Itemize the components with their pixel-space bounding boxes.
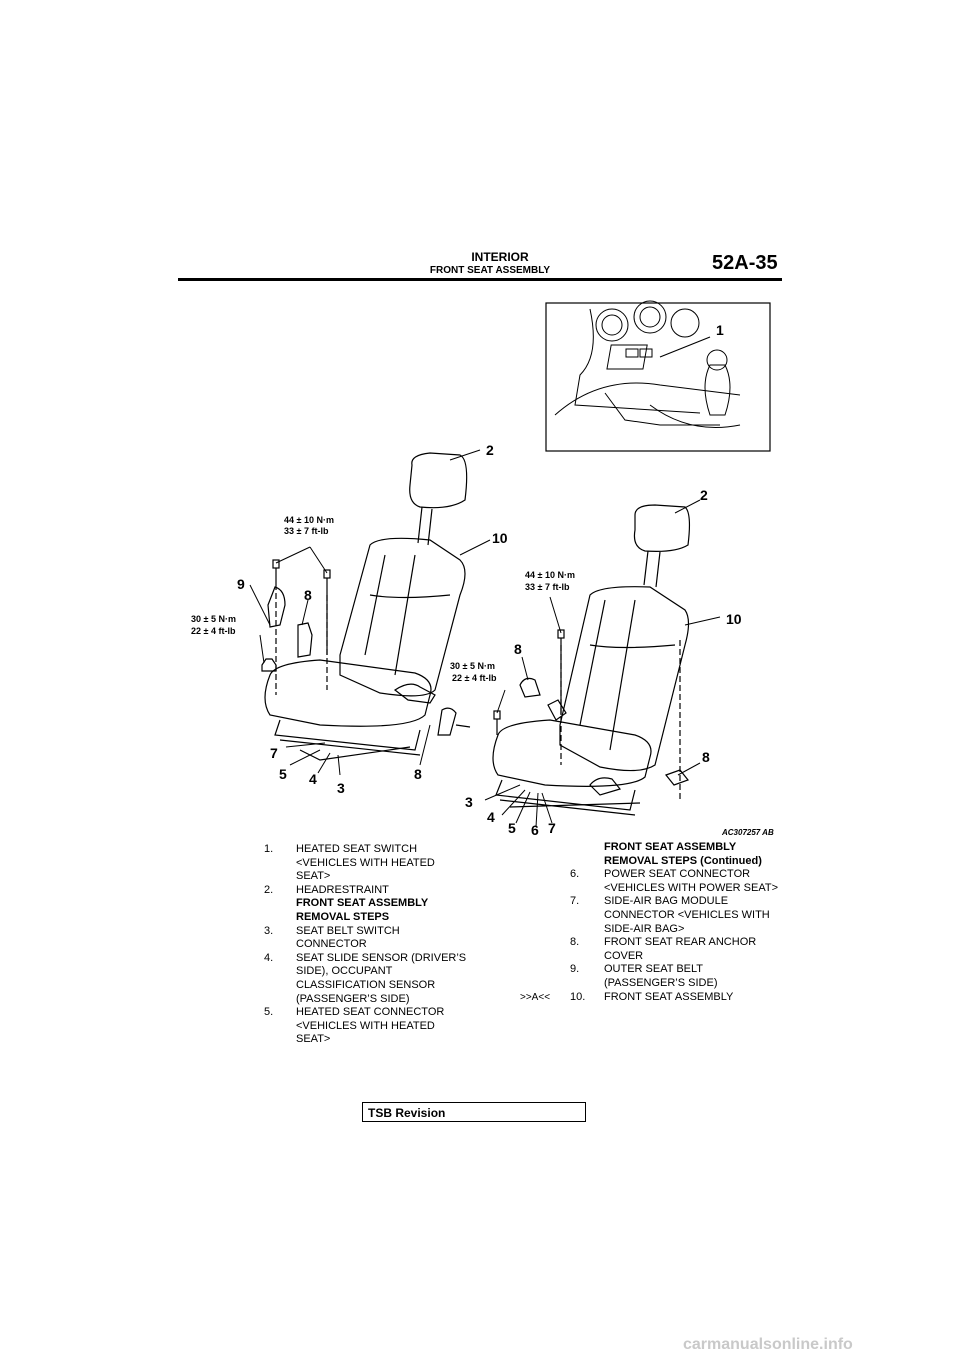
section-title: INTERIOR: [471, 250, 529, 264]
page-number: 52A-35: [712, 252, 778, 274]
callout-8-right-bottom: 8: [702, 749, 710, 765]
callout-5-left: 5: [279, 766, 287, 782]
list-item: >>A<< 10. FRONT SEAT ASSEMBLY: [520, 991, 804, 1005]
callout-3-left: 3: [337, 780, 345, 796]
item-number: 3.: [264, 924, 274, 937]
torque-right-lower-1: 30 ± 5 N·m: [450, 661, 495, 671]
callout-8-right-top: 8: [514, 641, 522, 657]
item-number: [264, 897, 296, 924]
list-item: 9. OUTER SEAT BELT(PASSENGER’S SIDE): [520, 963, 804, 990]
item-number: 4.: [264, 951, 274, 964]
left-leaders: [249, 449, 491, 776]
right-leaders: [484, 499, 721, 828]
torque-left-upper-1: 44 ± 10 N·m: [284, 515, 334, 525]
torque-left-lower-2: 22 ± 4 ft-lb: [191, 626, 236, 636]
watermark: carmanualsonline.info: [683, 1336, 853, 1353]
procedure-mark: [520, 963, 570, 990]
procedure-mark: >>A<<: [520, 991, 551, 1003]
figure-id: AC307257 AB: [721, 828, 774, 837]
list-item: 1. HEATED SEAT SWITCH<VEHICLES WITH HEATE…: [264, 843, 486, 884]
procedure-mark: [520, 895, 570, 936]
callout-4-right: 4: [487, 809, 495, 825]
torque-left-lower-1: 30 ± 5 N·m: [191, 614, 236, 624]
callout-3-right: 3: [465, 794, 473, 810]
list-item: 5. HEATED SEAT CONNECTOR<VEHICLES WITH HE…: [264, 1006, 486, 1047]
item-number: 9.: [570, 963, 580, 976]
procedure-mark: [520, 841, 570, 868]
parts-list-left: 1. HEATED SEAT SWITCH<VEHICLES WITH HEATE…: [264, 843, 486, 1047]
item-number: 1.: [264, 843, 274, 855]
callout-10-right: 10: [726, 611, 742, 627]
torque-right-upper-1: 44 ± 10 N·m: [525, 570, 575, 580]
inset-switch-view: [545, 300, 771, 452]
item-text: POWER SEAT CONNECTOR<VEHICLES WITH POWER…: [604, 868, 778, 894]
callout-8-left-top: 8: [304, 587, 312, 603]
callout-2-left: 2: [486, 442, 494, 458]
torque-right-upper-2: 33 ± 7 ft-lb: [525, 582, 570, 592]
item-number: 8.: [570, 936, 580, 949]
callout-6: 6: [531, 822, 539, 838]
procedure-mark: [520, 868, 570, 895]
procedure-mark: [520, 936, 570, 963]
callout-7-left: 7: [270, 745, 278, 761]
callout-7-right: 7: [548, 820, 556, 836]
item-number: 7.: [570, 895, 580, 908]
item-number: [570, 841, 604, 868]
item-number: 5.: [264, 1006, 274, 1019]
tsb-revision-box: TSB Revision: [362, 1102, 586, 1122]
item-number: 10.: [570, 990, 586, 1003]
callout-4-left: 4: [309, 771, 317, 787]
callout-2-right: 2: [700, 487, 708, 503]
list-item: 2. HEADRESTRAINT: [264, 884, 486, 898]
item-number: 6.: [570, 868, 580, 881]
torque-right-lower-2: 22 ± 4 ft-lb: [452, 673, 497, 683]
item-text: FRONT SEAT ASSEMBLY: [604, 990, 734, 1003]
item-text: OUTER SEAT BELT(PASSENGER’S SIDE): [604, 963, 718, 989]
callout-10-left: 10: [492, 530, 508, 546]
list-item: 6. POWER SEAT CONNECTOR<VEHICLES WITH POW…: [520, 868, 804, 895]
item-text: HEATED SEAT CONNECTOR<VEHICLES WITH HEAT…: [296, 1006, 445, 1046]
left-seat-drawing: [261, 452, 471, 761]
callout-8-left-bottom: 8: [414, 766, 422, 782]
item-text: HEADRESTRAINT: [296, 883, 389, 896]
subsection-title: FRONT SEAT ASSEMBLY: [429, 265, 551, 276]
header-rule: [178, 278, 782, 281]
callout-9: 9: [237, 576, 245, 592]
callout-5-right: 5: [508, 820, 516, 836]
item-number: 2.: [264, 883, 274, 896]
torque-left-upper-2: 33 ± 7 ft-lb: [284, 526, 329, 536]
callout-1: 1: [716, 322, 724, 338]
seat-diagram: 1 2 10 9 8 7 5 4 3 8: [191, 300, 774, 838]
right-seat-drawing: [492, 504, 691, 816]
